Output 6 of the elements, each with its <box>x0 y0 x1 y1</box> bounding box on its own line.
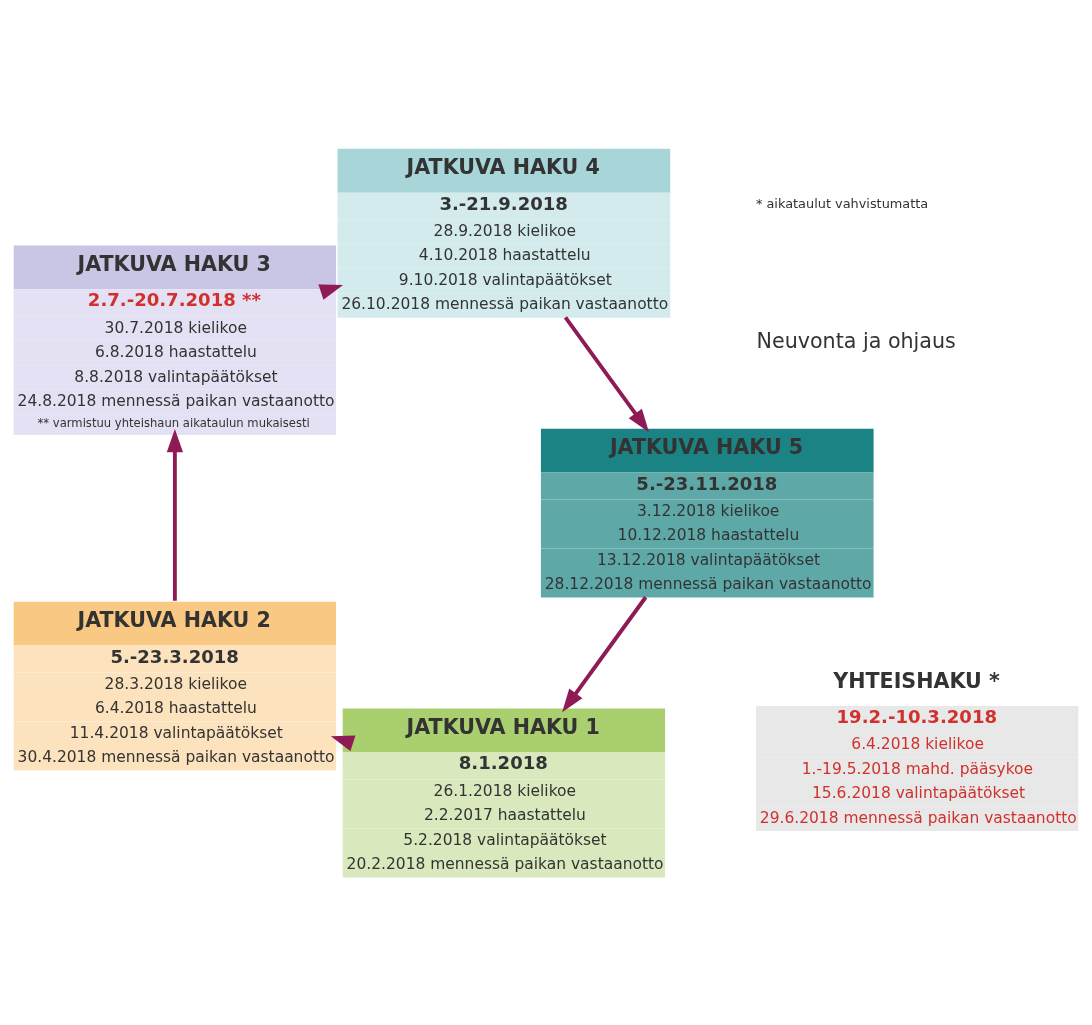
label: Neuvonta ja ohjaus <box>756 329 956 354</box>
label: * aikataulut vahvistumatta <box>755 195 929 211</box>
arrow <box>563 316 649 433</box>
arrow <box>166 429 183 601</box>
arrow <box>562 596 648 713</box>
node-label: YHTEISHAKU * <box>833 668 1000 693</box>
